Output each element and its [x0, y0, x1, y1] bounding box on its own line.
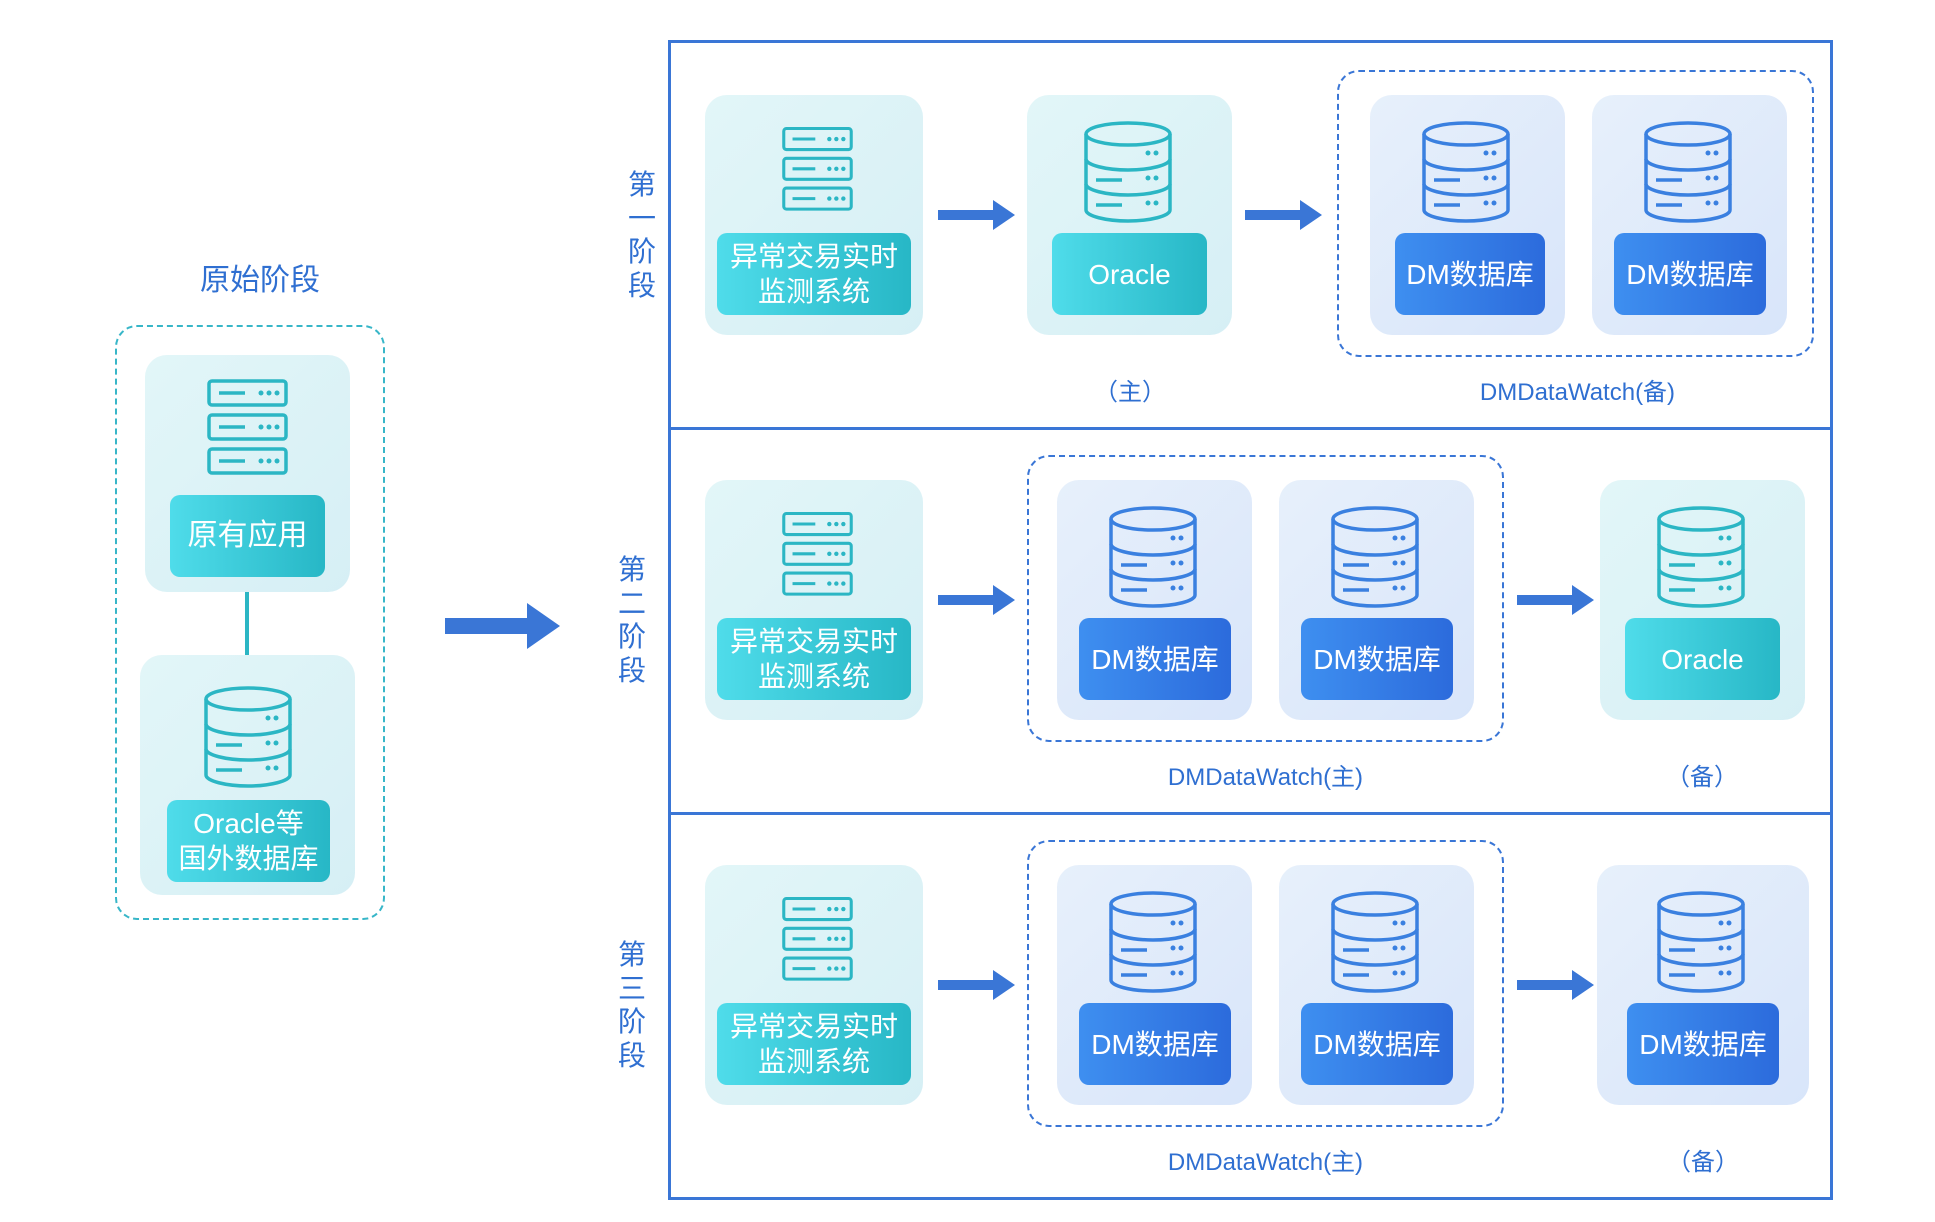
- arrow-right-icon: [1245, 200, 1322, 230]
- stage-1-dmdatawatch-group: [1337, 70, 1814, 357]
- stage-1-system-label-line2: 监测系统: [757, 276, 870, 307]
- stage-3-system-label-line2: 监测系统: [757, 1046, 870, 1077]
- stage-3-system-card: 异常交易实时 监测系统: [705, 865, 923, 1105]
- stage-1-dm-card-2: DM数据库: [1592, 95, 1787, 335]
- stage-2-oracle-caption: （备）: [1666, 764, 1738, 791]
- stage-3-dm-label-3: DM数据库: [1627, 1003, 1779, 1085]
- original-db-label: Oracle等 国外数据库: [167, 800, 330, 882]
- stage-1-label: 第 一 阶 段: [622, 168, 662, 302]
- arrow-right-icon: [938, 585, 1015, 615]
- database-icon: [1331, 506, 1419, 608]
- stage-2-label-char: 第: [617, 554, 646, 585]
- original-stage-title: 原始阶段: [200, 264, 320, 297]
- stage-2-system-label: 异常交易实时 监测系统: [717, 618, 911, 700]
- stage-3-label-char: 第: [617, 939, 646, 970]
- stage-1-oracle-card: Oracle: [1027, 95, 1232, 335]
- stage-2-dm-card-2: DM数据库: [1279, 480, 1474, 720]
- stage-3-dm-caption: （备）: [1667, 1149, 1739, 1176]
- server-icon: [782, 511, 853, 596]
- database-icon: [1657, 891, 1745, 993]
- stage-2-dmdatawatch-group: [1027, 455, 1504, 742]
- stage-3-system-label: 异常交易实时 监测系统: [717, 1003, 911, 1085]
- database-icon: [1644, 121, 1732, 223]
- stage-3-dm-card-1: DM数据库: [1057, 865, 1252, 1105]
- original-db-card: Oracle等 国外数据库: [140, 655, 355, 895]
- database-icon: [1109, 891, 1197, 993]
- server-icon: [782, 126, 853, 211]
- stage-2-system-label-line2: 监测系统: [757, 661, 870, 692]
- arrow-right-icon: [1517, 970, 1594, 1000]
- arrow-right-icon: [938, 970, 1015, 1000]
- stage-2-system-card: 异常交易实时 监测系统: [705, 480, 923, 720]
- stage-1-label-char: 一: [627, 202, 656, 234]
- stage-2-label: 第 二 阶 段: [612, 553, 652, 687]
- stage-2-label-char: 段: [617, 654, 646, 686]
- stage-1-label-char: 段: [627, 269, 656, 301]
- original-app-card: 原有应用: [145, 355, 350, 592]
- stage-2-system-label-line1: 异常交易实时: [729, 626, 898, 657]
- stage-1-group-caption: DMDataWatch(备): [1479, 379, 1676, 406]
- original-db-label-line1: Oracle等: [193, 808, 304, 839]
- stage-3-group-caption: DMDataWatch(主): [1167, 1149, 1364, 1176]
- stage-2-oracle-card: Oracle: [1600, 480, 1805, 720]
- stage-3-dmdatawatch-group: [1027, 840, 1504, 1127]
- stage-2-oracle-label: Oracle: [1625, 618, 1780, 700]
- original-app-label: 原有应用: [170, 495, 325, 577]
- original-db-label-line2: 国外数据库: [178, 843, 319, 874]
- stage-1-label-char: 第: [627, 169, 656, 200]
- database-icon: [204, 686, 292, 788]
- stage-3-panel: [668, 812, 1833, 1200]
- stage-2-label-char: 阶: [617, 621, 646, 653]
- database-icon: [1657, 506, 1745, 608]
- original-stage-group: [115, 325, 385, 920]
- database-icon: [1084, 121, 1172, 223]
- server-icon: [207, 379, 288, 475]
- stage-1-label-char: 阶: [627, 236, 656, 268]
- stage-3-label: 第 三 阶 段: [612, 938, 652, 1072]
- stage-1-system-card: 异常交易实时 监测系统: [705, 95, 923, 335]
- stage-2-label-char: 二: [617, 587, 646, 619]
- stage-3-label-char: 三: [617, 972, 646, 1004]
- arrow-right-icon: [938, 200, 1015, 230]
- stage-2-dm-label-2: DM数据库: [1301, 618, 1453, 700]
- arrow-right-icon: [445, 603, 560, 649]
- stage-1-dm-label-2: DM数据库: [1614, 233, 1766, 315]
- stage-1-system-label: 异常交易实时 监测系统: [717, 233, 911, 315]
- server-icon: [782, 896, 853, 981]
- stage-3-label-char: 阶: [617, 1006, 646, 1038]
- stage-1-oracle-caption: （主）: [1094, 379, 1166, 406]
- stage-1-dm-card-1: DM数据库: [1370, 95, 1565, 335]
- stage-1-system-label-line1: 异常交易实时: [729, 241, 898, 272]
- stage-3-label-char: 段: [617, 1039, 646, 1071]
- database-icon: [1422, 121, 1510, 223]
- stage-2-dm-card-1: DM数据库: [1057, 480, 1252, 720]
- stage-3-dm-card-3: DM数据库: [1597, 865, 1809, 1105]
- stage-3-dm-label-2: DM数据库: [1301, 1003, 1453, 1085]
- stage-3-dm-label-1: DM数据库: [1079, 1003, 1231, 1085]
- database-icon: [1331, 891, 1419, 993]
- arrow-right-icon: [1517, 585, 1594, 615]
- database-icon: [1109, 506, 1197, 608]
- stage-3-dm-card-2: DM数据库: [1279, 865, 1474, 1105]
- stage-1-dm-label-1: DM数据库: [1395, 233, 1545, 315]
- stage-2-dm-label-1: DM数据库: [1079, 618, 1231, 700]
- connector-line: [245, 592, 249, 655]
- stage-1-oracle-label: Oracle: [1052, 233, 1207, 315]
- stage-3-system-label-line1: 异常交易实时: [729, 1011, 898, 1042]
- stage-2-group-caption: DMDataWatch(主): [1167, 764, 1364, 791]
